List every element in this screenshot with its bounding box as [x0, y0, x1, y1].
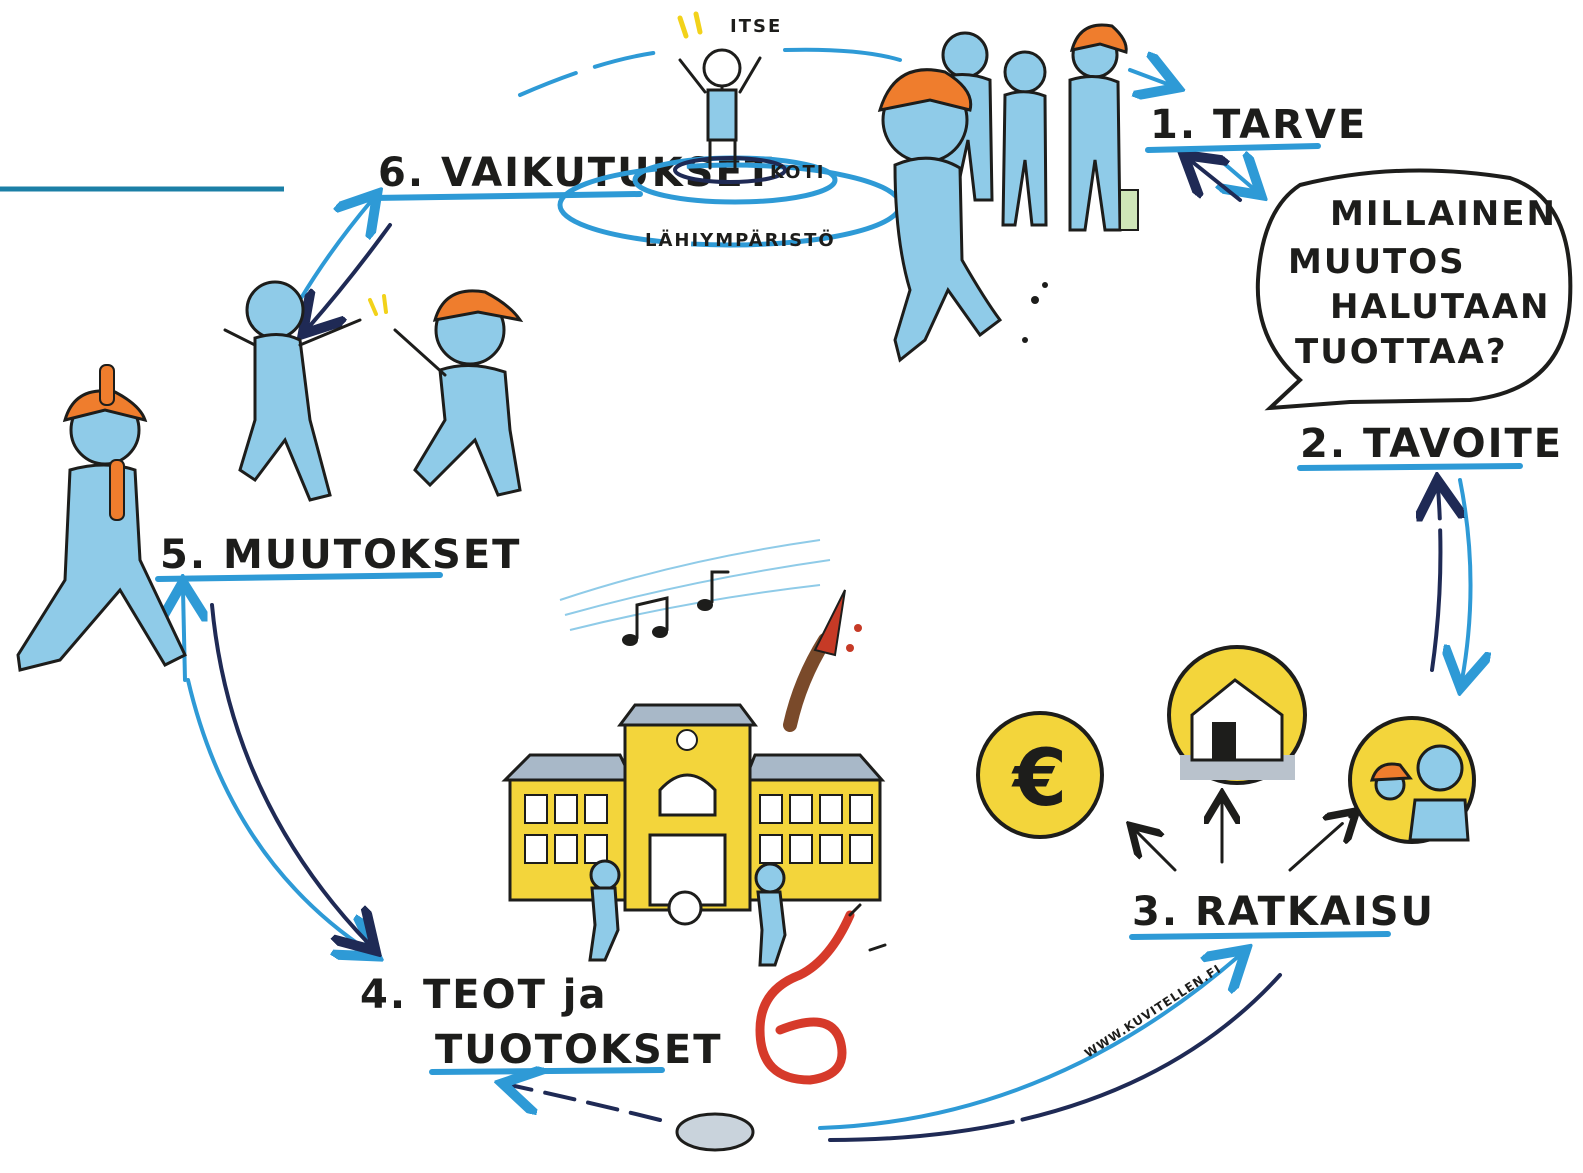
cycle-arrows [183, 47, 1471, 1142]
step-4-teot-ja-tuotokset: 4. TEOT ja TUOTOKSET [360, 972, 722, 1075]
bubble-line-1: MILLAINEN [1330, 194, 1557, 234]
step-5-muutokset: 5. MUUTOKSET [155, 532, 521, 582]
house-coin-icon [1167, 645, 1307, 785]
watermark: WWW.KUVITELLEN.FI [1082, 962, 1224, 1061]
step-2-label: 2. TAVOITE [1300, 421, 1563, 467]
question-speech-bubble: MILLAINEN MUUTOS HALUTAAN TUOTTAA? [1255, 168, 1573, 411]
euro-coin-icon: € [976, 711, 1104, 839]
paintbrush-icon [783, 589, 862, 732]
bubble-line-4: TUOTTAA? [1295, 332, 1508, 372]
impact-itse-label: ITSE [730, 16, 782, 37]
impact-lahiymparisto-label: LÄHIYMPÄRISTÖ [645, 229, 836, 251]
need-group-figures [877, 23, 1139, 363]
step-3-ratkaisu: 3. RATKAISU [1129, 889, 1435, 940]
step-4-label-line1: 4. TEOT ja [360, 972, 607, 1018]
step-1-label: 1. TARVE [1150, 102, 1367, 148]
baseball-figure [16, 364, 187, 672]
step-5-label: 5. MUUTOKSET [160, 532, 521, 578]
bubble-line-3: HALUTAAN [1330, 287, 1550, 327]
step-1-tarve: 1. TARVE [1145, 102, 1367, 153]
school-building-icon [501, 703, 886, 967]
music-notes-icon [559, 539, 831, 646]
step-4-label-line2: TUOTOKSET [435, 1027, 722, 1073]
bubble-line-2: MUUTOS [1288, 242, 1466, 282]
football-icon [667, 890, 703, 926]
stethoscope-icon [675, 903, 887, 1152]
impact-koti-label: KOTI [770, 162, 825, 183]
celebrating-figures [223, 280, 524, 502]
svg-text:€: € [1011, 734, 1067, 824]
step-2-tavoite: 2. TAVOITE [1297, 421, 1563, 471]
step-3-label: 3. RATKAISU [1132, 889, 1435, 935]
people-coin-icon [1348, 716, 1476, 844]
